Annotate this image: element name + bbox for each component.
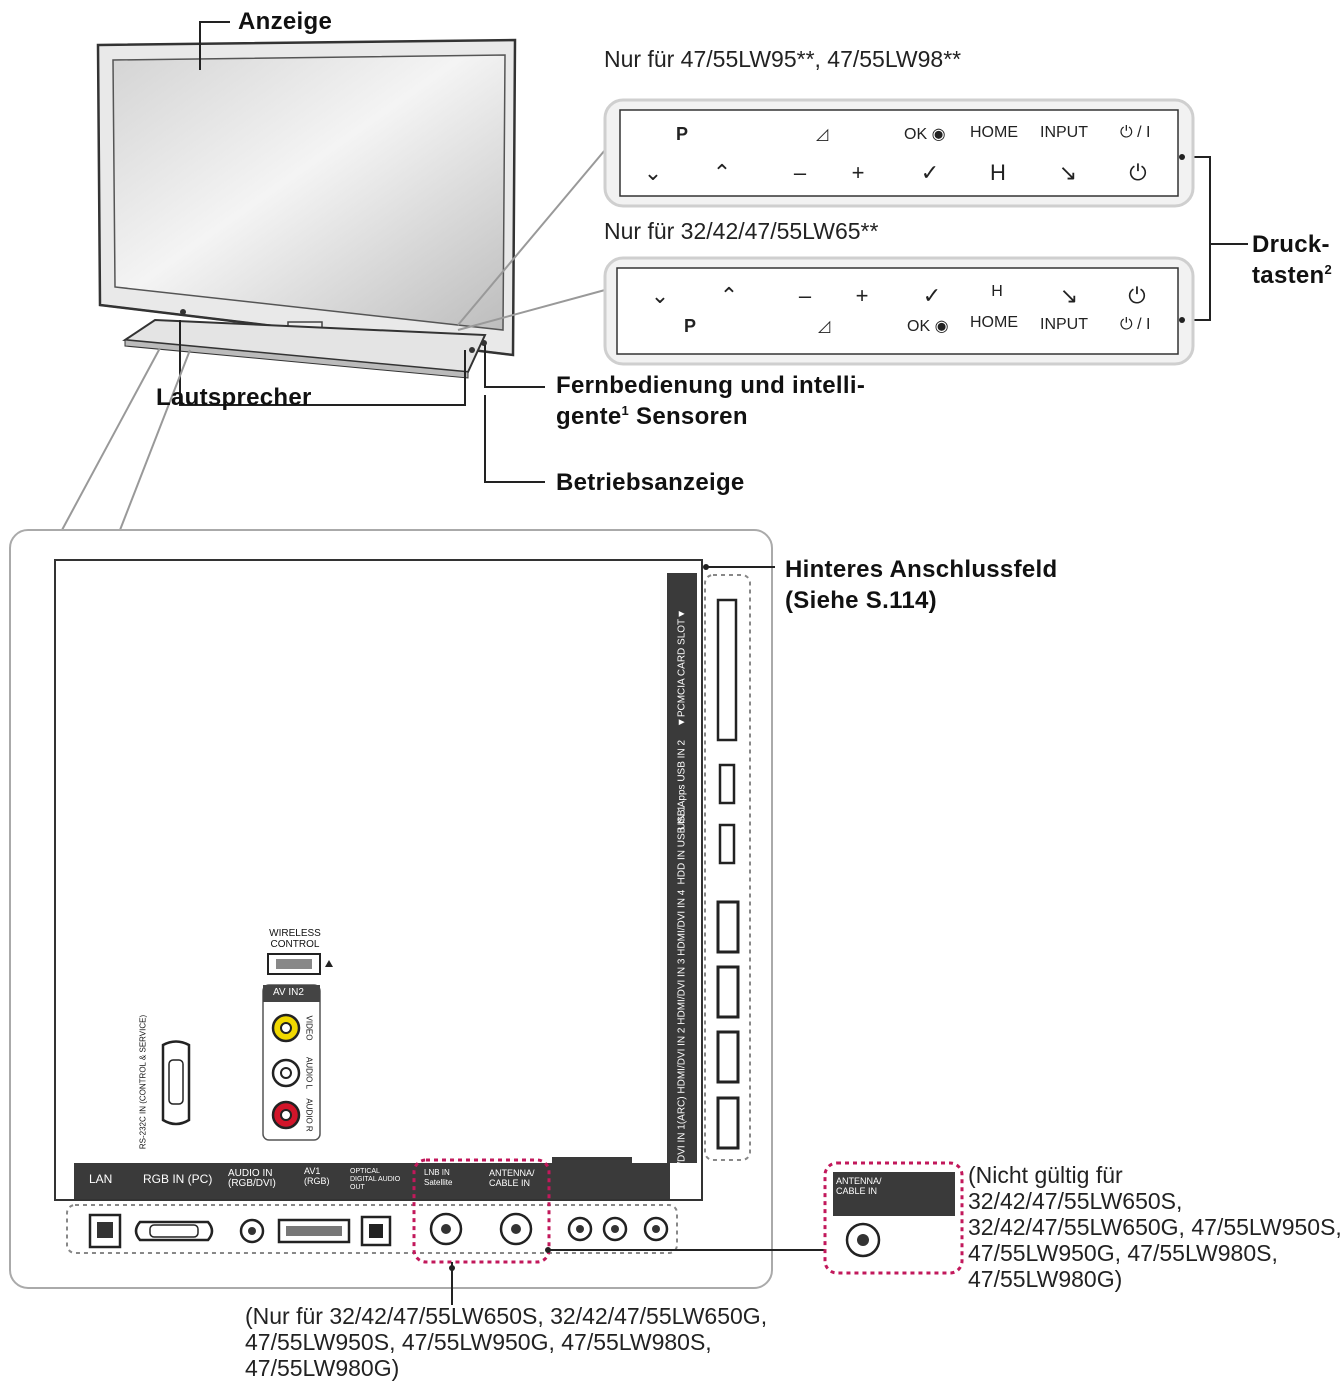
hdmi-port-3 (716, 965, 740, 1019)
lnb-in-satellite-label: LNB IN Satellite (424, 1168, 453, 1187)
touch-buttons-label-line2: tasten2 (1252, 262, 1333, 289)
input-key: INPUT (1040, 124, 1088, 141)
usb-1-label: HDD IN USB IN 1 (676, 805, 688, 885)
antenna-cable-in-label: ANTENNA/ CABLE IN (489, 1168, 535, 1188)
volume-key: ◿ (818, 318, 831, 335)
leader-lines-top (179, 21, 1248, 483)
home-key: HOME (970, 124, 1018, 141)
home-h-icon: H (990, 160, 1006, 185)
speakers-label: Lautsprecher (156, 384, 312, 411)
usb-port-2 (718, 763, 736, 805)
volume-key: ◿ (816, 126, 829, 143)
av1-rgb-label: AV1 (RGB) (304, 1166, 330, 1186)
home-h-icon: H (991, 283, 1003, 300)
audio-r-label: AUDIO R (304, 1098, 314, 1132)
input-arrow-icon: ↘ (1058, 160, 1078, 185)
power-indicator-label: Betriebsanzeige (556, 469, 745, 496)
pcmcia-slot (716, 598, 738, 742)
only-for-note: (Nur für 32/42/47/55LW650S, 32/42/47/55L… (245, 1303, 768, 1381)
button-panel-top (603, 98, 1195, 208)
satellite-antenna-highlight (412, 1158, 551, 1264)
button-panel-bottom (603, 256, 1195, 366)
rear-panel-label-line2: (Siehe S.114) (785, 587, 937, 614)
program-key: P (684, 316, 697, 336)
zoom-lines (61, 149, 606, 531)
audio-l-label: AUDIO L (304, 1056, 314, 1090)
home-key: HOME (970, 314, 1018, 331)
optical-audio-out-label: OPTICAL DIGITAL AUDIO OUT (350, 1168, 401, 1191)
power-icon: ⏻ (1128, 283, 1146, 308)
hdmi-port-2 (716, 1030, 740, 1084)
minus-icon: – (793, 160, 807, 185)
plus-icon: + (855, 283, 869, 308)
power-key: ⏻ / I (1120, 124, 1151, 141)
rear-panel-label-line1: Hinteres Anschlussfeld (785, 556, 1058, 583)
plus-icon: + (851, 160, 865, 185)
hdmi-label: HDMI/DVI IN 1(ARC) HDMI/DVI IN 2 HDMI/DV… (676, 889, 688, 1191)
input-key: INPUT (1040, 316, 1088, 333)
check-icon: ✓ (920, 160, 940, 185)
power-icon: ⏻ (1129, 160, 1147, 185)
model-note-bottom: Nur für 32/42/47/55LW65** (604, 218, 879, 244)
chevron-up-icon: ⌃ (719, 283, 739, 308)
tv-front (96, 38, 517, 379)
audio-in-rgb-dvi-label: AUDIO IN (RGB/DVI) (228, 1168, 276, 1189)
lan-label: LAN (89, 1172, 113, 1186)
bottom-port-label-bar (74, 1163, 670, 1199)
rgb-in-pc-label: RGB IN (PC) (143, 1172, 213, 1186)
touch-buttons-label-line1: Druck- (1252, 231, 1330, 258)
chevron-down-icon: ⌄ (643, 160, 663, 185)
pcmcia-label: ▼PCMCIA CARD SLOT▼ (676, 608, 688, 728)
video-label: VIDEO (304, 1015, 314, 1041)
usb-port-1 (718, 823, 736, 865)
av-in2-label: AV IN2 (273, 987, 304, 998)
rear-panel (54, 559, 703, 1201)
rs232c-label: RS-232C IN (CONTROL & SERVICE) (138, 1014, 148, 1150)
sensors-label-line2: gente1 Sensoren (556, 403, 748, 430)
chevron-up-icon: ⌃ (712, 160, 732, 185)
bottom-ports-highlight (66, 1204, 678, 1254)
vertical-port-label-bar (667, 573, 697, 1163)
hdmi-port-4 (716, 900, 740, 954)
sensors-label-line1: Fernbedienung und intelli- (556, 372, 866, 399)
antenna-detail-label: ANTENNA/ CABLE IN (836, 1176, 882, 1196)
antenna-detail-highlight (823, 1161, 964, 1275)
program-key: P (676, 124, 689, 144)
ok-key: OK ◉ (907, 318, 949, 335)
model-note-top: Nur für 47/55LW95**, 47/55LW98** (604, 46, 962, 72)
minus-icon: – (798, 283, 812, 308)
input-arrow-icon: ↘ (1059, 283, 1079, 308)
hdmi-port-1 (716, 1096, 740, 1150)
optical-audio-out-port (360, 1215, 392, 1247)
chevron-down-icon: ⌄ (650, 283, 670, 308)
wireless-control-label: WIRELESS CONTROL (269, 928, 321, 950)
power-key: ⏻ / I (1120, 316, 1151, 333)
ok-key: OK ◉ (904, 126, 946, 143)
check-icon: ✓ (922, 283, 942, 308)
not-valid-note: (Nicht gültig für 32/42/47/55LW650S, 32/… (968, 1162, 1342, 1292)
display-label: Anzeige (238, 8, 333, 35)
